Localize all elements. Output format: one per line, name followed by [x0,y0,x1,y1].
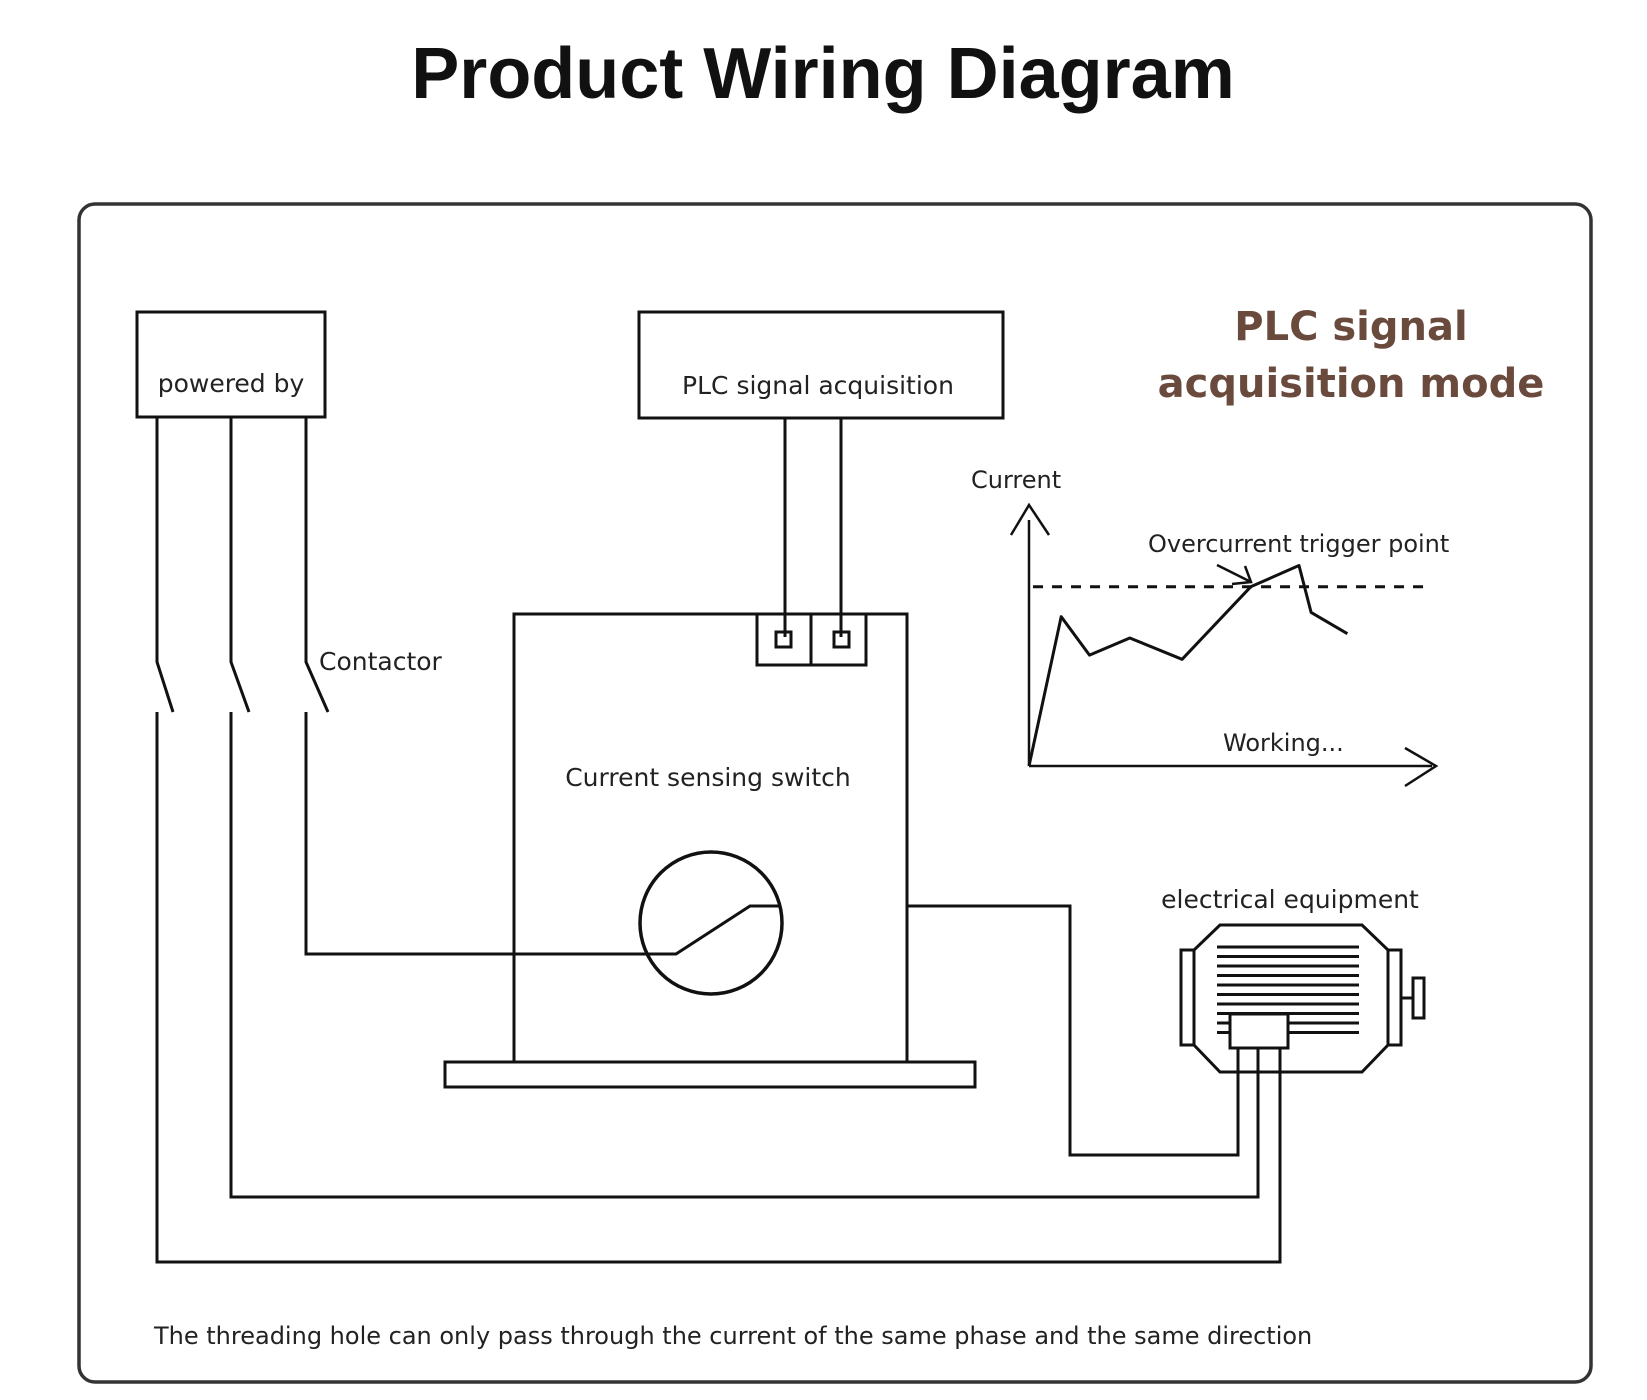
diagram-frame [77,202,1593,1384]
current-sensing-switch-label: Current sensing switch [565,763,851,792]
plc-mode-title-line1: PLC signal [1234,304,1467,350]
overcurrent-trigger-label: Overcurrent trigger point [1148,530,1449,558]
threading-hole [638,850,784,996]
graph-x-axis-arrow-icon [1404,746,1439,788]
power-supply-box: powered by [135,310,327,419]
graph-y-label: Current [971,466,1061,494]
motor-terminal-box [1228,1012,1290,1050]
graph-y-axis-arrow-icon [1009,502,1051,536]
electrical-equipment-label: electrical equipment [1161,885,1419,914]
current-sensing-switch: Current sensing switch [443,612,977,1089]
trigger-pointer-arrow-icon [1216,563,1253,586]
plc-mode-title-line2: acquisition mode [1158,361,1545,407]
electrical-equipment: electrical equipment [1161,885,1426,1074]
footer-note: The threading hole can only pass through… [153,1322,1312,1350]
plc-label: PLC signal acquisition [682,371,954,400]
phase-wire-1 [155,417,1282,1264]
switch-base [443,1060,977,1089]
plc-box: PLC signal acquisition [637,310,1005,420]
equipment-return-wire [907,904,1240,1157]
phase-wire-2 [229,417,1260,1199]
power-supply-label: powered by [158,369,305,398]
phase-wires [155,417,1282,1264]
phase-wire-3 [304,417,781,956]
graph-x-label: Working... [1223,729,1344,757]
contactor-label: Contactor [319,647,443,676]
motor-end-cap-right [1386,948,1403,1047]
page-title: Product Wiring Diagram [411,34,1234,114]
motor-end-cap-left [1179,948,1196,1047]
current-curve [1027,564,1349,767]
motor-shaft [1411,976,1426,1020]
current-graph: Current Working... Overcurrent trigger p… [971,466,1449,788]
